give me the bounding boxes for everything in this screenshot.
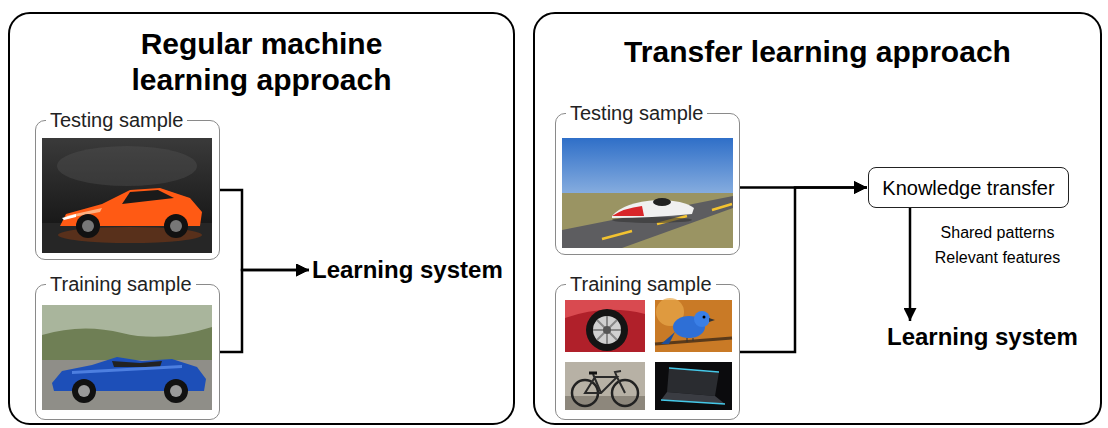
sample-group: Training sample	[555, 284, 740, 420]
blue-car-photo	[72, 379, 96, 403]
connector-arrow	[909, 208, 912, 321]
laptop-photo	[655, 362, 732, 410]
connector-arrow	[220, 270, 309, 352]
laptop-photo	[661, 400, 725, 404]
panel-title: Transfer learning approach	[548, 34, 1088, 70]
bird-photo	[694, 311, 710, 327]
solar-car-photo	[562, 193, 733, 248]
bicycle-photo	[565, 362, 645, 410]
laptop-photo	[669, 368, 719, 372]
bicycle-photo	[589, 372, 597, 375]
solar-car-photo	[612, 200, 694, 218]
solar-car-photo	[562, 138, 733, 248]
orange-car-photo	[76, 214, 100, 238]
orange-car-photo	[122, 190, 174, 204]
blue-car-photo	[170, 385, 182, 397]
wheel-photo	[565, 300, 645, 352]
bird-photo	[687, 338, 693, 342]
blue-car-photo	[42, 327, 212, 360]
group-heading: Training sample	[566, 272, 716, 296]
panel-title: Regular machine learning approach	[97, 26, 427, 98]
orange-car-photo	[42, 138, 212, 253]
group-heading: Training sample	[46, 272, 196, 296]
bird-photo	[703, 316, 706, 319]
bicycle-photo	[585, 371, 625, 393]
blue-car-photo	[112, 361, 162, 367]
box-label: Knowledge transfer	[870, 170, 1066, 206]
wheel-photo	[593, 316, 621, 344]
orange-car-photo	[82, 220, 94, 232]
output-label: Learning system	[885, 322, 1080, 352]
bird-photo	[709, 318, 715, 322]
solar-car-photo	[653, 198, 671, 206]
approach-panel: Transfer learning approachTesting sample…	[533, 12, 1102, 425]
connector-arrow	[220, 190, 309, 270]
wheel-photo	[593, 316, 621, 344]
output-node: Learning system	[885, 322, 1080, 352]
process-box: Knowledge transfer	[868, 167, 1069, 208]
orange-car-photo	[170, 220, 182, 232]
approach-panel: Regular machine learning approachTesting…	[8, 12, 515, 425]
bird-photo	[661, 332, 675, 344]
orange-car-photo	[62, 214, 76, 220]
blue-car-photo	[72, 365, 182, 374]
laptop-photo	[667, 368, 719, 396]
output-node: Learning system	[310, 255, 505, 285]
wheel-photo	[586, 309, 628, 351]
group-heading: Testing sample	[566, 101, 707, 125]
blue-car-photo	[78, 385, 90, 397]
laptop-photo	[655, 362, 732, 410]
sample-group: Testing sample	[555, 113, 740, 255]
sample-group: Testing sample	[35, 120, 220, 260]
orange-car-photo	[57, 146, 197, 186]
solar-car-photo	[562, 196, 733, 248]
connector-arrow	[740, 188, 867, 353]
solar-car-photo	[562, 138, 733, 248]
wheel-photo	[565, 300, 645, 352]
bicycle-photo	[565, 362, 645, 410]
output-label: Learning system	[310, 255, 505, 285]
wheel-photo	[603, 326, 611, 334]
bird-photo	[655, 298, 732, 352]
orange-car-photo	[42, 138, 212, 253]
blue-car-photo	[42, 305, 212, 410]
orange-car-photo	[164, 214, 188, 238]
solar-car-photo	[612, 206, 644, 216]
group-heading: Testing sample	[46, 108, 187, 132]
sample-group: Training sample	[35, 284, 220, 420]
blue-car-photo	[164, 379, 188, 403]
edge-label: Shared patterns Relevant features	[915, 220, 1080, 270]
laptop-photo	[661, 392, 725, 404]
